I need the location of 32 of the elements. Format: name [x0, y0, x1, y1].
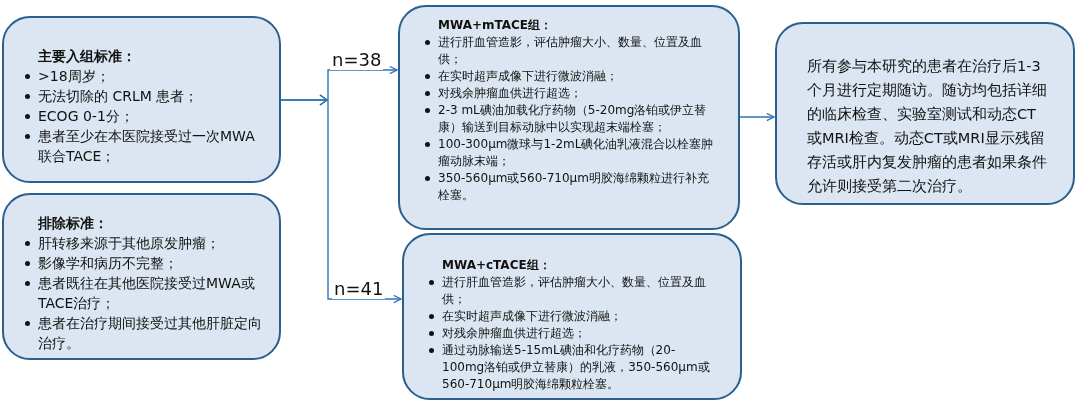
edge-label: n=38 [330, 50, 384, 70]
bullet-item: 对残余肿瘤血供进行超选； [442, 326, 586, 340]
bullet-item: 影像学和病历不完整； [38, 255, 178, 271]
box-heading: 主要入组标准： [38, 47, 137, 66]
rounded-box [2, 193, 281, 360]
bullet-item: 患者至少在本医院接受过一次MWA联合TACE； [38, 128, 255, 164]
bullet-item: 肝转移来源于其他原发肿瘤； [38, 235, 220, 251]
edge-label: n=41 [332, 279, 386, 299]
bullet-item: ECOG 0-1分； [38, 108, 134, 124]
bullet-item: 患者在治疗期间接受过其他肝脏定向治疗。 [38, 315, 262, 351]
bullet-item: 在实时超声成像下进行微波消融； [438, 69, 618, 83]
box-heading: MWA+cTACE组： [442, 257, 552, 274]
box-text: 所有参与本研究的患者在治疗后1-3个月进行定期随访。随访均包括详细的临床检查、实验室测试和动态CT或MRI检查。动态CT或MRI显示残留存活或肝内复发肿瘤的患者如果条件允许则接受第二次治疗。 [807, 57, 1048, 196]
box-heading: MWA+mTACE组： [438, 17, 554, 34]
box-heading: 排除标准： [38, 214, 109, 233]
rounded-box [2, 16, 281, 183]
rounded-box [775, 22, 1075, 205]
bullet-item: 通过动脉输送5-15mL碘油和化疗药物（20-100mg洛铂或伊立替康）的乳液，350-560μm或560-710μm明胶海绵颗粒栓塞。 [442, 343, 710, 391]
bullet-item: 2-3 mL碘油加载化疗药物（5-20mg洛铂或伊立替康）输送到目标动脉中以实现超末端栓塞； [438, 103, 707, 134]
bullet-item: 进行肝血管造影，评估肿瘤大小、数量、位置及血供； [438, 35, 702, 66]
bullet-item: >18周岁； [38, 68, 110, 84]
bullet-item: 100-300μm微球与1-2mL碘化油乳液混合以栓塞肿瘤动脉末端； [438, 137, 714, 168]
rounded-box [398, 5, 740, 230]
bullet-item: 无法切除的 CRLM 患者； [38, 88, 199, 104]
bullet-item: 对残余肿瘤血供进行超选； [438, 86, 582, 100]
bullet-item: 350-560μm或560-710μm明胶海绵颗粒进行补充栓塞。 [438, 171, 709, 202]
bullet-item: 患者既往在其他医院接受过MWA或TACE治疗； [38, 275, 255, 311]
arrow [739, 112, 775, 122]
bullet-item: 进行肝血管造影，评估肿瘤大小、数量、位置及血供； [442, 275, 706, 306]
bullet-item: 在实时超声成像下进行微波消融； [442, 309, 622, 323]
rounded-box [402, 233, 742, 400]
arrow [280, 94, 402, 304]
